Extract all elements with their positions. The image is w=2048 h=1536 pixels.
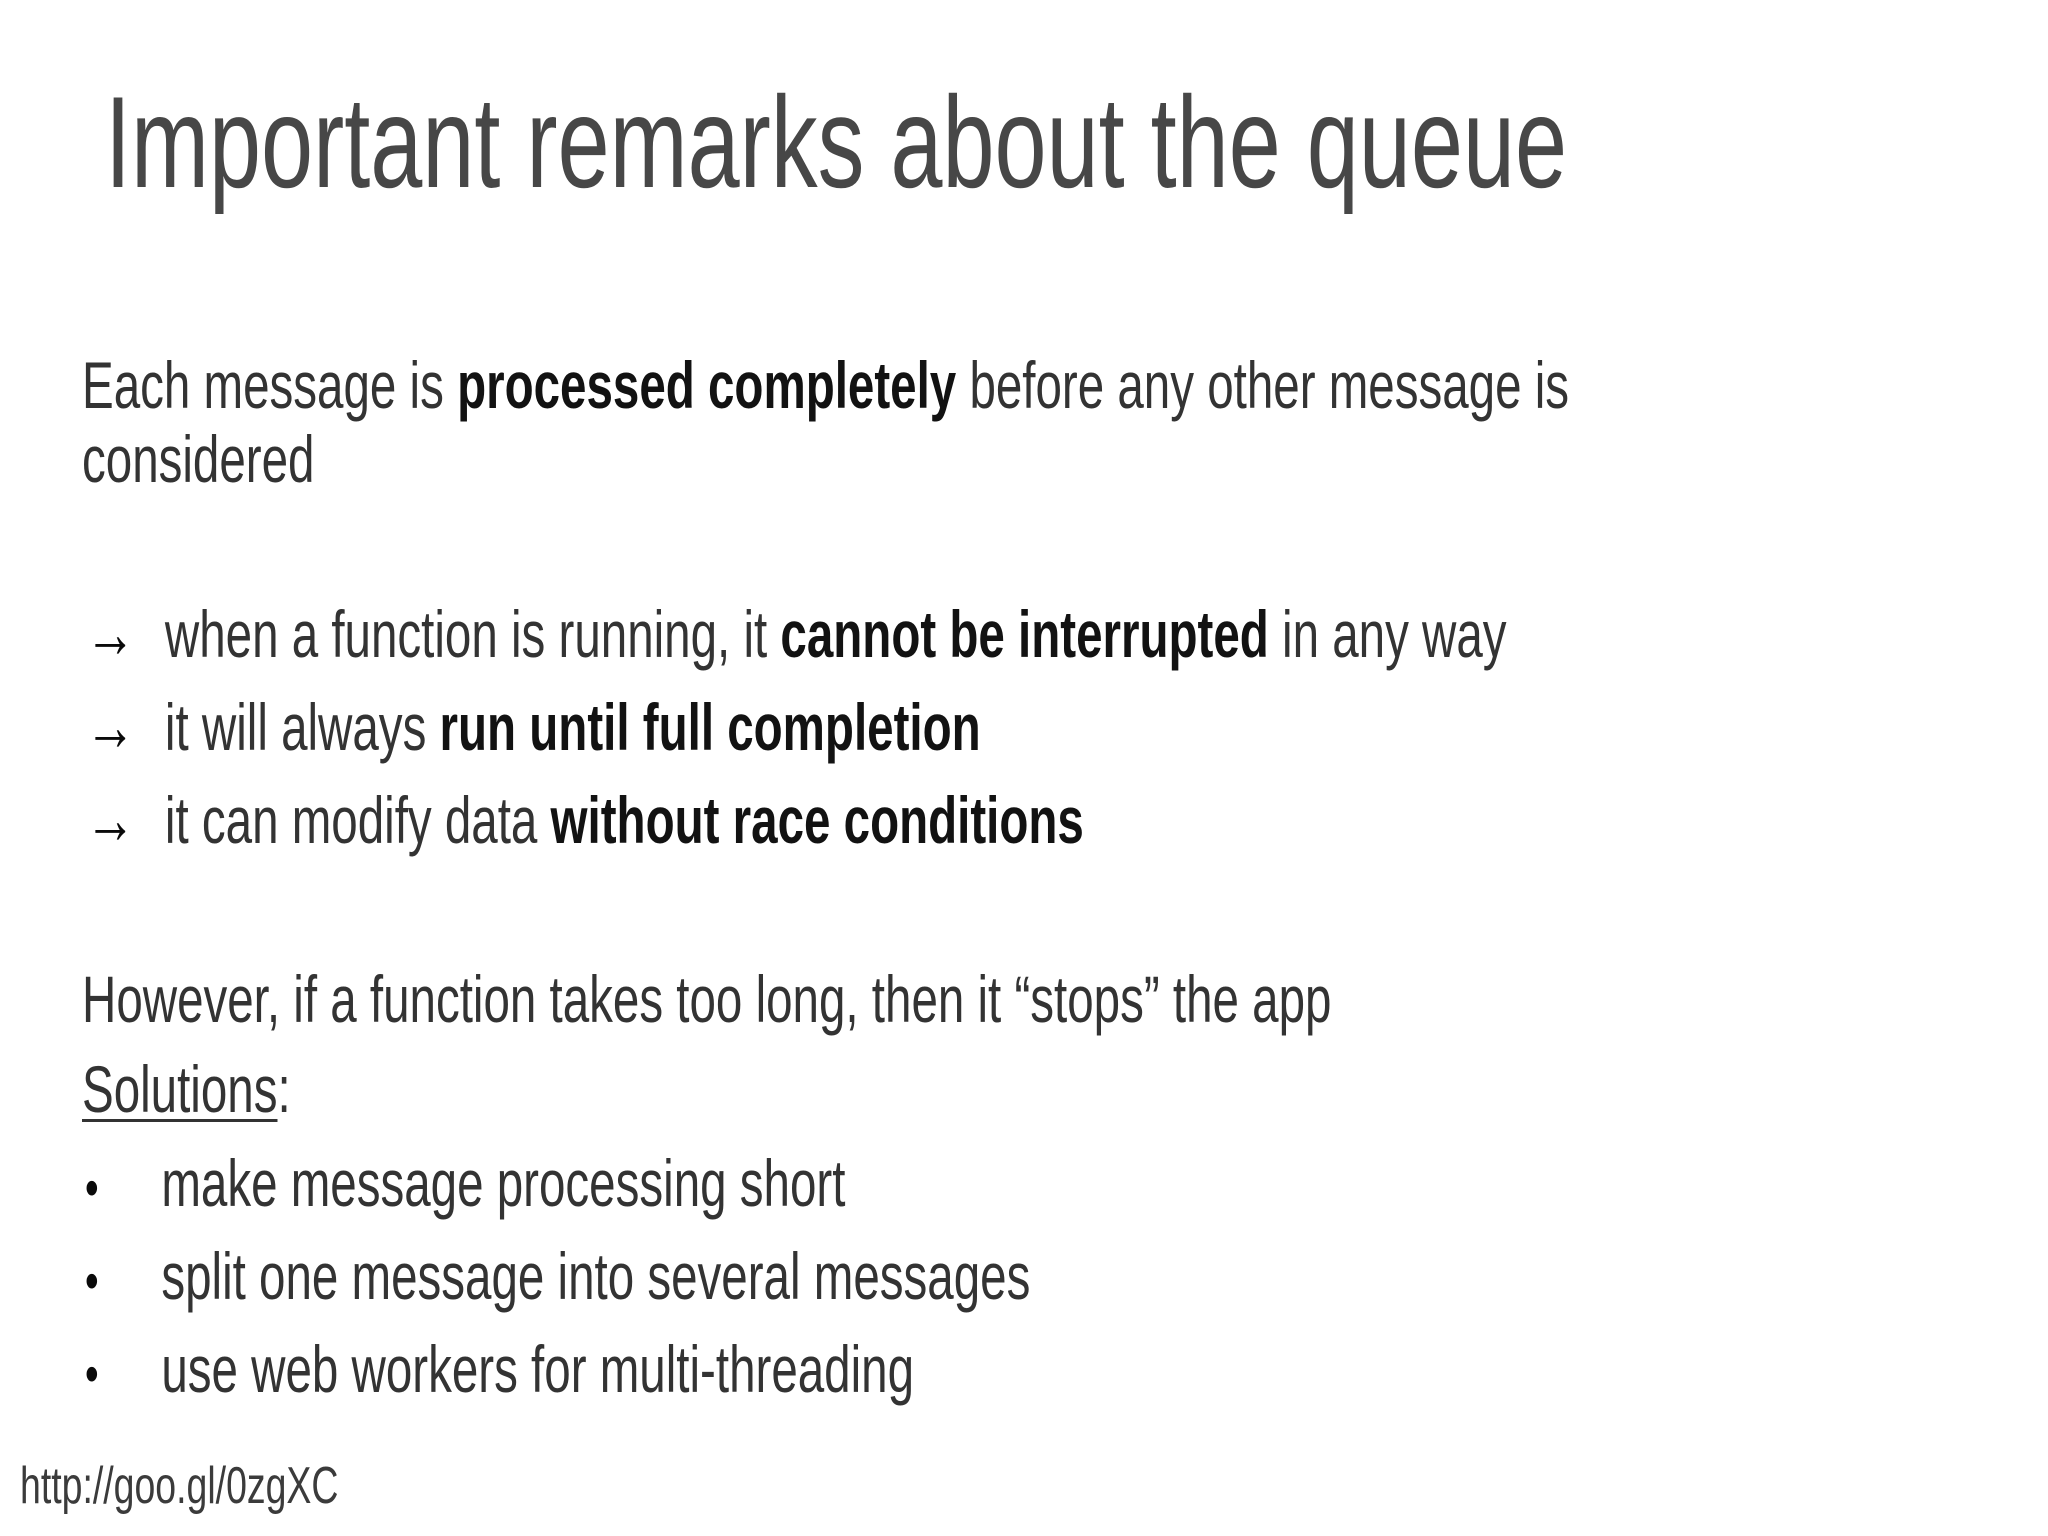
bullet-item: • make message processing short xyxy=(85,1146,1030,1225)
bullet-icon: • xyxy=(85,1251,99,1311)
bullet-item-text: split one message into several messages xyxy=(161,1239,1031,1313)
marker-cell: • xyxy=(85,1239,161,1318)
intro-line-2: considered xyxy=(82,422,315,496)
however-line: However, if a function takes too long, t… xyxy=(82,962,1332,1036)
right-arrow-icon: → xyxy=(85,687,136,765)
bullet-icon: • xyxy=(85,1158,99,1218)
solutions-label: Solutions xyxy=(82,1052,278,1126)
intro-bold-text: processed completely xyxy=(457,348,957,422)
arrow-item-bold-text: without race conditions xyxy=(550,783,1084,857)
arrow-item: → it can modify data without race conditi… xyxy=(85,782,1507,857)
arrow-item-text: it can modify data xyxy=(164,783,551,857)
marker-cell: → xyxy=(85,596,165,671)
solutions-bullet-list: • make message processing short • split on… xyxy=(85,1146,1030,1425)
bullet-item: • split one message into several messages xyxy=(85,1239,1030,1318)
right-arrow-icon: → xyxy=(85,594,136,672)
slide-title: Important remarks about the queue xyxy=(105,69,1568,215)
marker-cell: • xyxy=(85,1332,161,1411)
arrow-item-bold-text: cannot be interrupted xyxy=(780,597,1269,671)
marker-cell: → xyxy=(85,689,165,764)
however-section: However, if a function takes too long, t… xyxy=(82,962,1331,1126)
marker-cell: • xyxy=(85,1146,161,1225)
solutions-colon: : xyxy=(277,1052,291,1126)
intro-paragraph: Each message is processed completely bef… xyxy=(82,348,1569,496)
arrow-item-text: it will always xyxy=(164,690,440,764)
footer-url: http://goo.gl/0zgXC xyxy=(20,1457,339,1515)
bullet-item-text: use web workers for multi-threading xyxy=(161,1332,915,1406)
bullet-item: • use web workers for multi-threading xyxy=(85,1332,1030,1411)
solutions-heading: Solutions: xyxy=(82,1052,1331,1126)
arrow-item-text: in any way xyxy=(1268,597,1507,671)
intro-line-1: Each message is processed completely bef… xyxy=(82,348,1569,422)
arrow-item: → when a function is running, it cannot b… xyxy=(85,596,1507,671)
bullet-item-text: make message processing short xyxy=(161,1146,846,1220)
arrow-item-bold-text: run until full completion xyxy=(439,690,981,764)
arrow-list: → when a function is running, it cannot b… xyxy=(85,596,1507,875)
intro-text: Each message is xyxy=(82,348,458,422)
arrow-item: → it will always run until full completio… xyxy=(85,689,1507,764)
marker-cell: → xyxy=(85,782,165,857)
arrow-item-text: when a function is running, it xyxy=(164,597,781,671)
bullet-icon: • xyxy=(85,1344,99,1404)
right-arrow-icon: → xyxy=(85,780,136,858)
intro-text: before any other message is xyxy=(956,348,1570,422)
